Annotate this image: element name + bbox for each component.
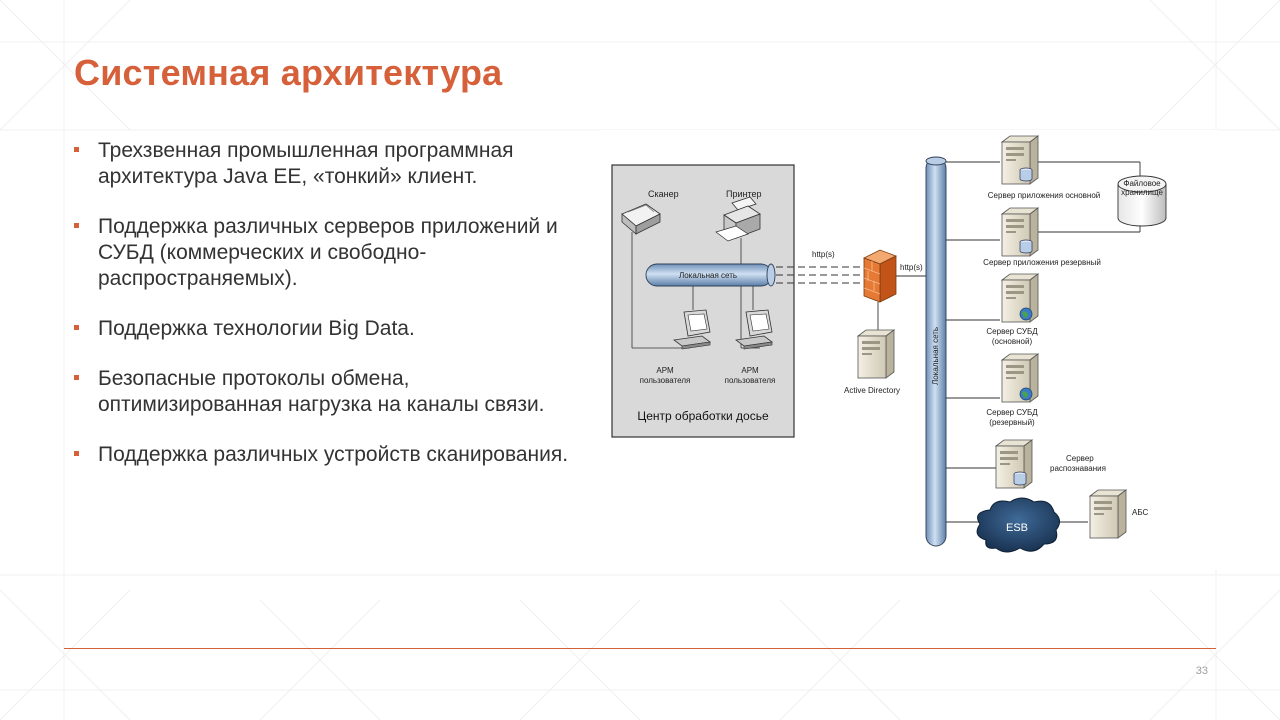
http-left-label: http(s) xyxy=(812,250,835,259)
dbms-server-reserve-label: Сервер СУБД(резервный) xyxy=(986,408,1038,427)
backbone-network-label: Локальная сеть xyxy=(931,327,940,385)
dbms-reserve-label-line: Сервер СУБД xyxy=(986,408,1038,417)
bullet-marker xyxy=(74,451,79,456)
dbms-server-reserve-icon xyxy=(1001,353,1039,403)
list-item-text: Трехзвенная промышленная программная арх… xyxy=(98,139,514,188)
http-right-label: http(s) xyxy=(900,263,923,272)
app-server-reserve-icon xyxy=(1001,207,1039,257)
list-item-text: Поддержка различных устройств сканирован… xyxy=(98,443,569,466)
app-server-main-label: Сервер приложения основной xyxy=(988,191,1100,200)
dbms-server-main-icon xyxy=(1001,273,1039,323)
recognition-label-line: распознавания xyxy=(1050,464,1106,473)
feature-list: Трехзвенная промышленная программная арх… xyxy=(74,138,574,492)
workstation-label-line: пользователя xyxy=(640,376,691,385)
http-link xyxy=(776,266,864,284)
list-item-text: Безопасные протоколы обмена, оптимизиров… xyxy=(98,367,545,416)
dbms-reserve-label-line: (резервный) xyxy=(989,418,1035,427)
firewall-icon xyxy=(863,249,897,303)
list-item: Поддержка различных серверов приложений … xyxy=(74,214,574,292)
list-item-text: Поддержка различных серверов приложений … xyxy=(98,215,558,290)
recognition-label-line: Сервер xyxy=(1066,454,1094,463)
abs-server-icon xyxy=(1089,489,1127,539)
file-storage-label-line: хранилище xyxy=(1121,188,1163,197)
page-number: 33 xyxy=(1195,665,1208,677)
dbms-server-main-label: Сервер СУБД(основной) xyxy=(986,327,1038,346)
list-item: Поддержка технологии Big Data. xyxy=(74,316,574,342)
dbms-main-label-line: Сервер СУБД xyxy=(986,327,1038,336)
processing-center-box xyxy=(611,164,795,438)
footer-divider xyxy=(64,648,1216,649)
app-server-main-icon xyxy=(1001,135,1039,185)
recognition-server-icon xyxy=(995,439,1033,489)
local-network-pipe xyxy=(645,263,776,287)
bullet-marker xyxy=(74,147,79,152)
workstation-label-line: пользователя xyxy=(725,376,776,385)
dbms-main-label-line: (основной) xyxy=(992,337,1033,346)
scanner-label: Сканер xyxy=(648,189,679,199)
active-directory-server-icon xyxy=(857,329,895,379)
abs-label: АБС xyxy=(1132,508,1148,517)
list-item: Безопасные протоколы обмена, оптимизиров… xyxy=(74,366,574,418)
backbone-network-pipe xyxy=(925,156,947,547)
file-storage-label-line: Файловое xyxy=(1123,179,1161,188)
list-item-text: Поддержка технологии Big Data. xyxy=(98,317,415,340)
esb-cloud-icon xyxy=(976,497,1060,553)
printer-label: Принтер xyxy=(726,189,762,199)
esb-label: ESB xyxy=(1006,522,1028,534)
bullet-marker xyxy=(74,375,79,380)
processing-center-caption: Центр обработки досье xyxy=(637,409,769,423)
active-directory-label: Active Directory xyxy=(844,386,900,395)
file-storage-icon xyxy=(1117,175,1167,227)
scanner-icon xyxy=(621,203,661,235)
bullet-marker xyxy=(74,325,79,330)
list-item: Трехзвенная промышленная программная арх… xyxy=(74,138,574,190)
local-network-label: Локальная сеть xyxy=(679,271,737,280)
list-item: Поддержка различных устройств сканирован… xyxy=(74,442,574,468)
workstation-label-line: АРМ xyxy=(741,366,759,375)
bullet-marker xyxy=(74,223,79,228)
page-title: Системная архитектура xyxy=(74,52,503,93)
app-server-reserve-label: Сервер приложения резервный xyxy=(983,258,1101,267)
workstation-label-line: АРМ xyxy=(656,366,674,375)
printer-icon xyxy=(715,196,761,242)
